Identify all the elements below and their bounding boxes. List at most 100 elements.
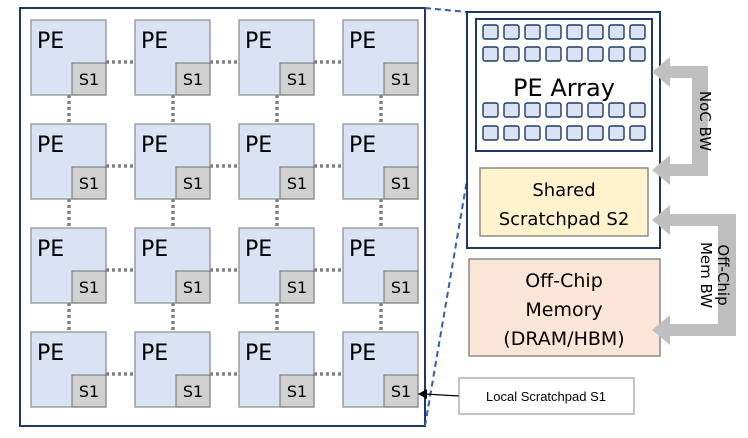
shared-scratchpad-line2: Scratchpad S2 (499, 209, 630, 230)
pe-tile: PE S1 (134, 19, 211, 96)
pe-label: PE (245, 237, 272, 262)
pe-tile: PE S1 (342, 227, 419, 304)
pe-array-cell (545, 125, 562, 141)
pe-label: PE (37, 133, 64, 158)
pe-label: PE (349, 29, 376, 54)
pe-array-cell (566, 125, 583, 141)
pe-array-cell (608, 46, 625, 62)
s1-label: S1 (183, 174, 203, 193)
pe-label: PE (245, 341, 272, 366)
s1-box (279, 270, 315, 304)
pe-array-cell (503, 46, 520, 62)
s1-label: S1 (183, 278, 203, 297)
pe-label: PE (349, 237, 376, 262)
pe-array-cell (482, 46, 499, 62)
pe-tile: PE S1 (134, 123, 211, 200)
s1-box (71, 270, 107, 304)
offchip-bw-arrow (652, 205, 736, 345)
pe-tile: PE S1 (30, 19, 107, 96)
pe-array-cell (503, 102, 520, 118)
shared-scratchpad-block (479, 167, 649, 237)
s1-box (279, 374, 315, 408)
s1-label: S1 (287, 382, 307, 401)
s1-label: S1 (183, 70, 203, 89)
s1-box (383, 374, 419, 408)
offchip-bw-label-line2: Mem BW (697, 242, 715, 308)
pe-array-cell (482, 102, 499, 118)
pe-label: PE (141, 29, 168, 54)
pe-array-cell (566, 24, 583, 40)
s1-label: S1 (391, 278, 411, 297)
accelerator-frame (466, 11, 661, 249)
callout-arrow-line (424, 393, 460, 397)
pe-tile: PE S1 (342, 331, 419, 408)
pe-grid-frame (19, 7, 426, 427)
s1-label: S1 (183, 382, 203, 401)
shared-scratchpad-line1: Shared (532, 180, 595, 201)
pe-array-cell (608, 125, 625, 141)
s1-box (279, 166, 315, 200)
pe-array-cell (482, 125, 499, 141)
s1-label: S1 (79, 278, 99, 297)
s1-label: S1 (287, 70, 307, 89)
pe-array-cell (587, 125, 604, 141)
pe-label: PE (37, 237, 64, 262)
pe-array-label: PE Array (513, 74, 615, 102)
s1-box (71, 166, 107, 200)
pe-array-cell (587, 102, 604, 118)
pe-label: PE (349, 341, 376, 366)
callout-arrowhead (418, 389, 427, 399)
pe-array-cell (524, 102, 541, 118)
pe-array-cell (629, 46, 646, 62)
s1-label: S1 (391, 174, 411, 193)
pe-array-cell (629, 125, 646, 141)
pe-label: PE (245, 133, 272, 158)
off-chip-memory-line1: Off-Chip (525, 270, 603, 292)
pe-array-cell (587, 46, 604, 62)
zoom-line-top (424, 7, 468, 13)
pe-array-cell (545, 24, 562, 40)
callout-label: Local Scratchpad S1 (486, 389, 606, 404)
s1-box (175, 270, 211, 304)
pe-array-cell (503, 24, 520, 40)
s1-box (383, 270, 419, 304)
pe-grid: PES1PES1PES1PES1PES1PES1PES1PES1PES1PES1… (30, 19, 419, 408)
s1-label: S1 (79, 174, 99, 193)
s1-label: S1 (287, 174, 307, 193)
pe-interconnect (67, 60, 383, 376)
off-chip-memory-line3: (DRAM/HBM) (503, 328, 624, 350)
offchip-bw-label-line1: Off-Chip (714, 244, 732, 305)
pe-tile: PE S1 (238, 331, 315, 408)
zoom-line-bottom (424, 179, 468, 427)
pe-tile: PE S1 (134, 331, 211, 408)
pe-label: PE (141, 237, 168, 262)
pe-array-cell (524, 46, 541, 62)
pe-label: PE (245, 29, 272, 54)
pe-array-cell (503, 125, 520, 141)
pe-label: PE (141, 133, 168, 158)
pe-array-cell (629, 24, 646, 40)
pe-array-cell (545, 46, 562, 62)
pe-array-cell (587, 24, 604, 40)
s1-label: S1 (391, 382, 411, 401)
pe-array-cell (545, 102, 562, 118)
s1-box (383, 166, 419, 200)
s1-box (175, 62, 211, 96)
s1-box (279, 62, 315, 96)
pe-label: PE (37, 29, 64, 54)
pe-array-cell (608, 24, 625, 40)
s1-label: S1 (79, 70, 99, 89)
s1-box (71, 62, 107, 96)
s1-label: S1 (287, 278, 307, 297)
pe-tile: PE S1 (238, 227, 315, 304)
s1-box (175, 374, 211, 408)
pe-tile: PE S1 (30, 227, 107, 304)
pe-array-cell (524, 125, 541, 141)
callout-box (458, 377, 635, 415)
pe-box (238, 331, 315, 408)
off-chip-memory-line2: Memory (525, 299, 602, 321)
pe-label: PE (141, 341, 168, 366)
